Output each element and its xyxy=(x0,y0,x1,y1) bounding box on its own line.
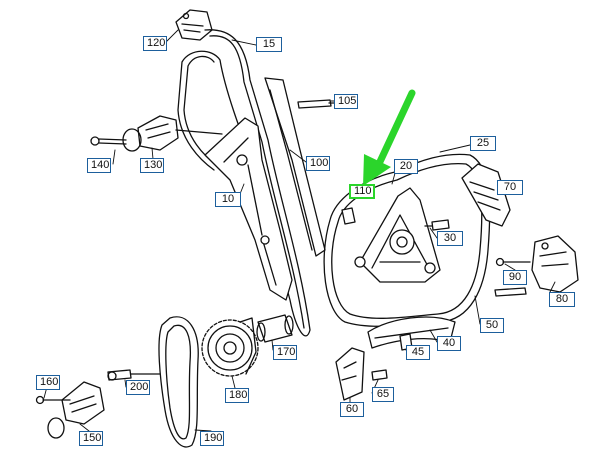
part-190-drive-chain xyxy=(158,316,199,448)
part-105-pin xyxy=(297,99,336,109)
callout-15: 15 xyxy=(256,37,282,52)
callout-130: 130 xyxy=(140,158,164,173)
part-90-bolt xyxy=(495,257,531,267)
part-10-tensioner-rail xyxy=(204,117,293,301)
part-60-guide-slider xyxy=(335,347,365,401)
part-180-sprocket xyxy=(201,317,259,377)
callout-25: 25 xyxy=(470,136,496,151)
highlight-arrow xyxy=(363,89,416,186)
callout-170: 170 xyxy=(273,345,297,360)
callout-65: 65 xyxy=(372,387,394,402)
callout-100: 100 xyxy=(306,156,330,171)
part-150-tensioner xyxy=(47,381,105,439)
callout-50: 50 xyxy=(480,318,504,333)
callout-70: 70 xyxy=(497,180,523,195)
callout-20: 20 xyxy=(394,159,418,174)
callout-45: 45 xyxy=(406,345,430,360)
callout-10: 10 xyxy=(215,192,241,207)
part-110-guide-assembly xyxy=(341,187,441,283)
callout-180: 180 xyxy=(225,388,249,403)
callout-80: 80 xyxy=(549,292,575,307)
callout-150: 150 xyxy=(79,431,103,446)
part-80-tensioner xyxy=(531,235,579,293)
part-200-bolt xyxy=(107,369,161,381)
part-50-pin xyxy=(494,287,527,297)
callout-140: 140 xyxy=(87,158,111,173)
callout-30: 30 xyxy=(437,231,463,246)
part-130-chain-tensioner xyxy=(122,115,223,152)
part-160-bolt xyxy=(35,395,71,405)
callout-90: 90 xyxy=(503,270,527,285)
part-40-lower-guide xyxy=(367,316,456,349)
part-140-bolt xyxy=(90,136,127,146)
callout-40: 40 xyxy=(437,336,461,351)
callout-110-highlighted: 110 xyxy=(349,184,375,199)
part-170-sleeve xyxy=(256,314,294,343)
part-65-bolt xyxy=(371,369,388,381)
callout-60: 60 xyxy=(340,402,364,417)
part-30-bolt xyxy=(424,219,450,231)
callout-105: 105 xyxy=(334,94,358,109)
callout-120: 120 xyxy=(143,36,167,51)
callout-200: 200 xyxy=(126,380,150,395)
part-120-tensioner xyxy=(175,9,213,41)
callout-190: 190 xyxy=(200,431,224,446)
part-70-chain-guide xyxy=(461,163,511,227)
callout-160: 160 xyxy=(36,375,60,390)
